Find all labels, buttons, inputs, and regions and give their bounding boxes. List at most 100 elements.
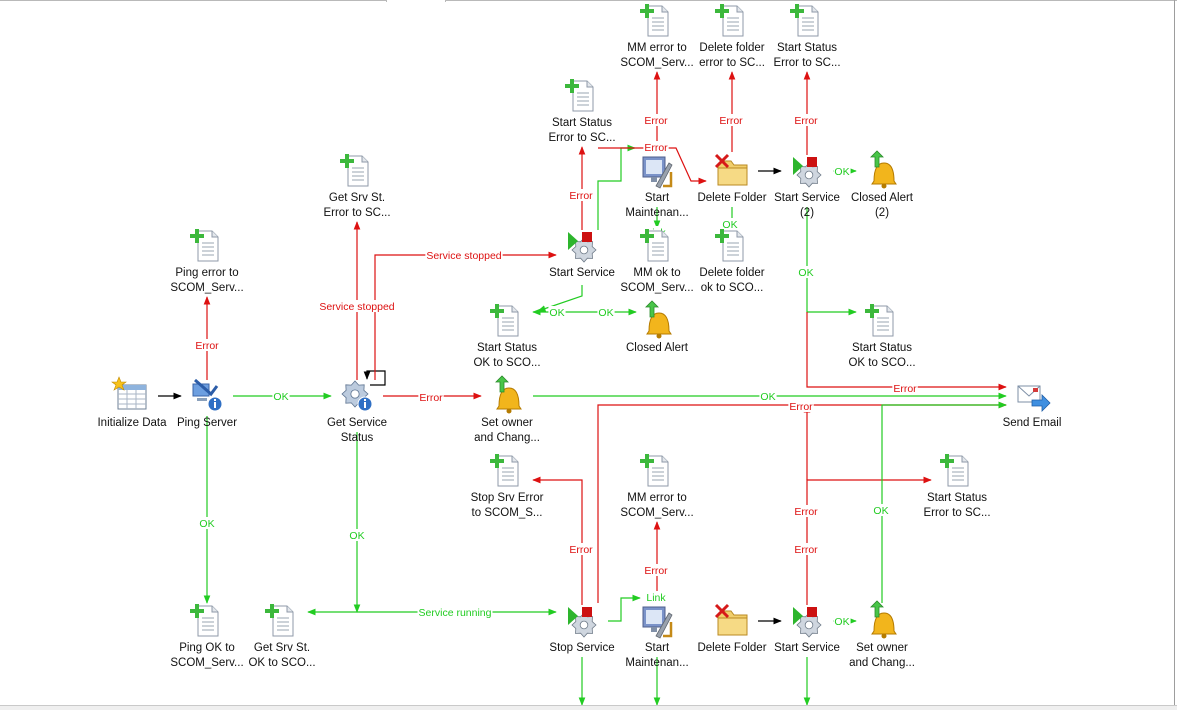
svg-text:Service running: Service running [419, 607, 492, 619]
activity-start_svc_2[interactable]: Start Service(2) [774, 157, 840, 219]
activity-closed_alert_1[interactable]: Closed Alert [626, 300, 689, 354]
activity-label-line: and Chang... [849, 657, 915, 669]
activity-label-line: Initialize Data [97, 417, 167, 429]
document-plus-icon [340, 154, 369, 187]
activity-label-line: SCOM_Serv... [620, 57, 693, 69]
activity-del_folder_1[interactable]: Delete Folder [697, 153, 767, 204]
svg-text:Error: Error [794, 506, 818, 518]
document-plus-icon [640, 4, 669, 37]
activity-mm_err_1[interactable]: MM error toSCOM_Serv... [620, 4, 694, 69]
activity-label-line: Get Srv St. [254, 642, 310, 654]
activity-label-line: SCOM_Serv... [620, 282, 693, 294]
link-start3_to_err[interactable] [806, 476, 932, 605]
canvas-top-border [0, 0, 1177, 1]
svg-text:OK: OK [549, 307, 564, 319]
activity-label-line: Stop Service [549, 642, 614, 654]
activity-get_err[interactable]: Get Srv St.Error to SC... [323, 154, 391, 219]
activity-label-line: Error to SC... [323, 207, 390, 219]
activity-del_folder_2[interactable]: Delete Folder [697, 603, 767, 654]
document-plus-icon [490, 454, 519, 487]
activity-ping_ok[interactable]: Ping OK to SCOM_Serv... [170, 604, 244, 669]
svg-text:Error: Error [893, 383, 917, 395]
svg-text:Error: Error [569, 544, 593, 556]
activity-label-line: OK to SCO... [848, 357, 915, 369]
activity-label-line: Ping OK to [179, 642, 235, 654]
activity-label-line: Start Status [777, 42, 837, 54]
activity-ping_err[interactable]: Ping error toSCOM_Serv... [170, 229, 244, 294]
activity-label-line: ok to SCO... [701, 282, 764, 294]
activity-get_ok[interactable]: Get Srv St.OK to SCO... [248, 604, 316, 669]
link-stop_to_email[interactable] [597, 401, 1007, 603]
link-label-maint1_to_mmerr: Error [643, 114, 669, 127]
activity-label-line: and Chang... [474, 432, 540, 444]
activity-ping[interactable]: Ping Server [177, 378, 237, 429]
activity-start_svc_3[interactable]: Start Service [774, 607, 840, 654]
alert-bell-icon [870, 150, 897, 189]
document-plus-icon [190, 604, 219, 637]
activity-init[interactable]: Initialize Data [97, 376, 167, 429]
link-label-start2_to_err: Error [793, 114, 819, 127]
link-label-start1_to_okdoc: OK [548, 306, 566, 319]
service-info-gear-icon [341, 380, 373, 412]
activity-set_owner_1[interactable]: Set owner and Chang... [474, 375, 540, 444]
activity-start_maint_2[interactable]: StartMaintenan... [625, 606, 689, 669]
svg-text:Link: Link [646, 592, 666, 604]
svg-text:OK: OK [760, 391, 775, 403]
activity-label-line: OK to SCO... [473, 357, 540, 369]
link-stop_to_maint[interactable] [608, 594, 641, 622]
activity-mm_err_2[interactable]: MM error toSCOM_Serv... [620, 454, 694, 519]
activity-label-line: MM ok to [633, 267, 680, 279]
activity-start_maint_1[interactable]: StartMaintenan... [625, 156, 689, 219]
link-label-ping_to_get: OK [272, 390, 290, 403]
activity-send_email[interactable]: Send Email [1003, 385, 1062, 429]
folder-delete-icon [714, 153, 748, 186]
activity-label-line: SCOM_Serv... [170, 657, 243, 669]
activity-label-line: Start Status [552, 117, 612, 129]
activity-label-line: Maintenan... [625, 657, 688, 669]
activity-label-line: Start [645, 642, 670, 654]
document-plus-icon [565, 79, 594, 112]
link-start2_to_okdoc[interactable] [806, 207, 857, 316]
activity-start_svc_1[interactable]: Start Service [549, 232, 615, 279]
link-label-start3_to_err: Error [793, 505, 819, 518]
service-start-gear-icon [793, 157, 822, 188]
link-label-start1_to_err: Error [568, 189, 594, 202]
activity-stop_svc[interactable]: Stop Service [549, 607, 615, 654]
link-owner2_to_email[interactable] [881, 401, 1007, 603]
svg-text:Error: Error [794, 544, 818, 556]
activity-mm_ok_1[interactable]: MM ok to SCOM_Serv... [620, 229, 694, 294]
link-label-start1_to_closed: OK [597, 306, 615, 319]
link-get_self[interactable] [363, 370, 386, 386]
activity-label-line: Send Email [1003, 417, 1062, 429]
svg-text:Error: Error [789, 401, 813, 413]
activity-label-line: Error to SC... [773, 57, 840, 69]
svg-text:OK: OK [199, 518, 214, 530]
link-label-start1_to_del: Error [643, 141, 669, 154]
document-plus-icon [640, 454, 669, 487]
alert-bell-icon [495, 375, 522, 414]
activity-closed_alert_2[interactable]: Closed Alert(2) [851, 150, 914, 219]
link-stop_to_err[interactable] [532, 476, 583, 605]
link-start1_to_del[interactable] [598, 147, 707, 185]
activity-label-line: Set owner [481, 417, 533, 429]
svg-text:Error: Error [644, 565, 668, 577]
link-start2_to_email[interactable] [806, 312, 1007, 391]
svg-text:OK: OK [873, 505, 888, 517]
maintenance-monitor-icon [642, 156, 673, 189]
activity-label-line: Closed Alert [851, 192, 914, 204]
link-label-start2_to_closed: OK [833, 165, 851, 178]
canvas-bottom-scroll-edge[interactable] [0, 705, 1177, 710]
svg-text:OK: OK [598, 307, 613, 319]
data-table-icon [111, 376, 147, 410]
